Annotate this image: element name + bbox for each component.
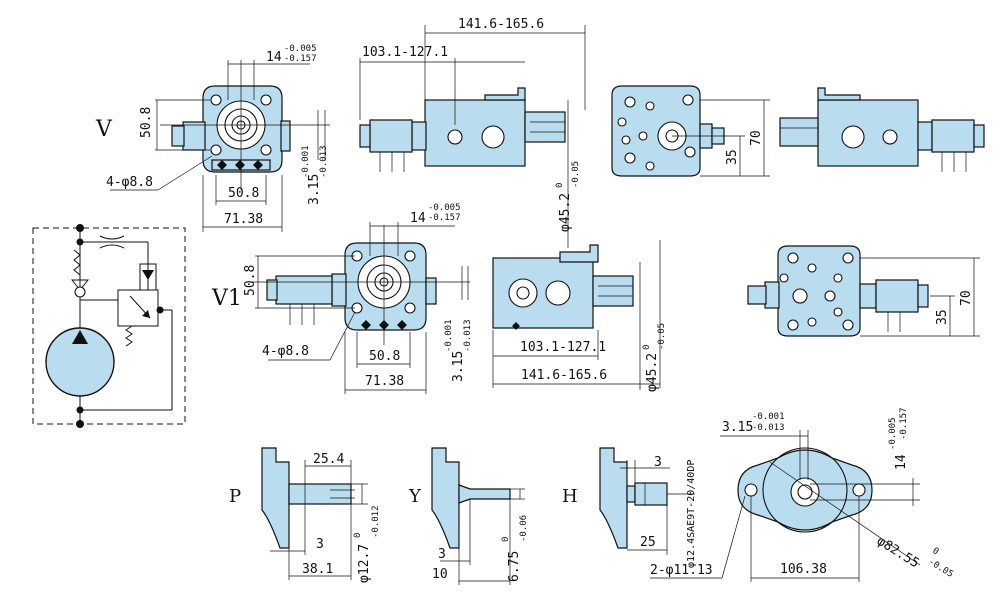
- svg-text:-0.157: -0.157: [284, 54, 317, 64]
- svg-text:0: 0: [642, 345, 652, 350]
- p-dia-dim: φ12.7: [357, 544, 372, 583]
- svg-text:-0.05: -0.05: [571, 161, 581, 188]
- v1-height-dim: 50.8: [243, 265, 258, 296]
- shaft-y: [431, 447, 511, 549]
- v1-key-dim: 3.15: [451, 351, 466, 382]
- v-key-dim: 3.15: [307, 174, 322, 205]
- v1-width2-dim: 71.38: [365, 374, 404, 389]
- v1-holes-dim: 4-φ8.8: [262, 344, 309, 359]
- y-len1-dim: 3: [438, 547, 446, 562]
- v1-side-len1-dim: 141.6-165.6: [521, 368, 607, 383]
- shaft-p: [261, 447, 355, 549]
- svg-text:-0.05: -0.05: [657, 323, 667, 350]
- svg-text:0: 0: [501, 537, 511, 542]
- label-p: P: [229, 486, 241, 507]
- label-y: Y: [408, 486, 422, 507]
- p-len3-dim: 38.1: [302, 562, 333, 577]
- hydraulic-circuit-symbol: [32, 224, 186, 428]
- svg-text:0: 0: [555, 183, 565, 188]
- v-rear-view: [611, 85, 725, 177]
- flange-holes-dim: 2-φ11.13: [650, 563, 713, 578]
- flange-width-dim: 106.38: [780, 562, 827, 577]
- svg-text:-0.012: -0.012: [371, 505, 381, 538]
- label-v1: V1: [211, 286, 242, 311]
- svg-text:-0.005: -0.005: [284, 44, 317, 54]
- svg-text:-0.013: -0.013: [463, 319, 473, 352]
- side-dia-dim: φ45.2: [558, 193, 573, 232]
- h-spline-dim: φ12.4SAE9T-20/40DP: [686, 460, 697, 568]
- shaft-h: [599, 447, 668, 549]
- p-len2-dim: 3: [316, 537, 324, 552]
- v1-front-view: [250, 225, 470, 345]
- svg-text:-0.001: -0.001: [752, 412, 785, 422]
- v-top-dim: 14: [266, 50, 282, 65]
- v-side-view: [359, 87, 566, 172]
- v1-rear-h1-dim: 70: [959, 290, 974, 306]
- svg-text:0: 0: [930, 546, 940, 557]
- p-len1-dim: 25.4: [313, 452, 344, 467]
- v1-rear-h2-dim: 35: [935, 309, 950, 325]
- v-holes-dim: 4-φ8.8: [106, 175, 153, 190]
- svg-text:-0.157: -0.157: [428, 213, 461, 223]
- mounting-flange-view: [737, 447, 873, 533]
- svg-text:-0.013: -0.013: [319, 145, 329, 178]
- label-v: V: [95, 117, 113, 142]
- v1-width-dim: 50.8: [369, 349, 400, 364]
- v-front-view: [160, 60, 330, 190]
- y-len2-dim: 10: [432, 567, 448, 582]
- flange-dia-dim: φ82.55: [874, 534, 922, 572]
- v1-top-dim: 14: [410, 211, 426, 226]
- v1-side-dia-dim: φ45.2: [645, 353, 660, 392]
- svg-text:-0.001: -0.001: [301, 145, 311, 178]
- side-len1-dim: 141.6-165.6: [458, 17, 544, 32]
- svg-text:-0.06: -0.06: [519, 515, 529, 542]
- rear-h1-dim: 70: [749, 130, 764, 146]
- v1-rear-view: [747, 245, 929, 337]
- svg-text:-0.005: -0.005: [428, 203, 461, 213]
- flange-key-dim: 3.15: [722, 420, 753, 435]
- svg-text:-0.005: -0.005: [888, 417, 898, 450]
- v-width-dim: 50.8: [228, 186, 259, 201]
- v-height-dim: 50.8: [139, 107, 154, 138]
- v-width2-dim: 71.38: [224, 212, 263, 227]
- v1-side-view: [492, 244, 634, 330]
- svg-text:-0.05: -0.05: [926, 557, 954, 580]
- v-side-view-mirrored: [779, 87, 985, 172]
- v1-side-len2-dim: 103.1-127.1: [520, 340, 606, 355]
- h-len2-dim: 25: [640, 535, 656, 550]
- svg-text:-0.157: -0.157: [899, 407, 909, 440]
- h-len1-dim: 3: [654, 455, 662, 470]
- svg-text:-0.001: -0.001: [444, 319, 454, 352]
- y-dia-dim: 6.75: [507, 551, 522, 582]
- svg-text:-0.013: -0.013: [752, 423, 785, 433]
- label-h: H: [562, 486, 578, 507]
- svg-text:0: 0: [353, 533, 363, 538]
- flange-top-dim: 14: [894, 454, 909, 470]
- side-len2-dim: 103.1-127.1: [362, 45, 448, 60]
- rear-h2-dim: 35: [725, 149, 740, 165]
